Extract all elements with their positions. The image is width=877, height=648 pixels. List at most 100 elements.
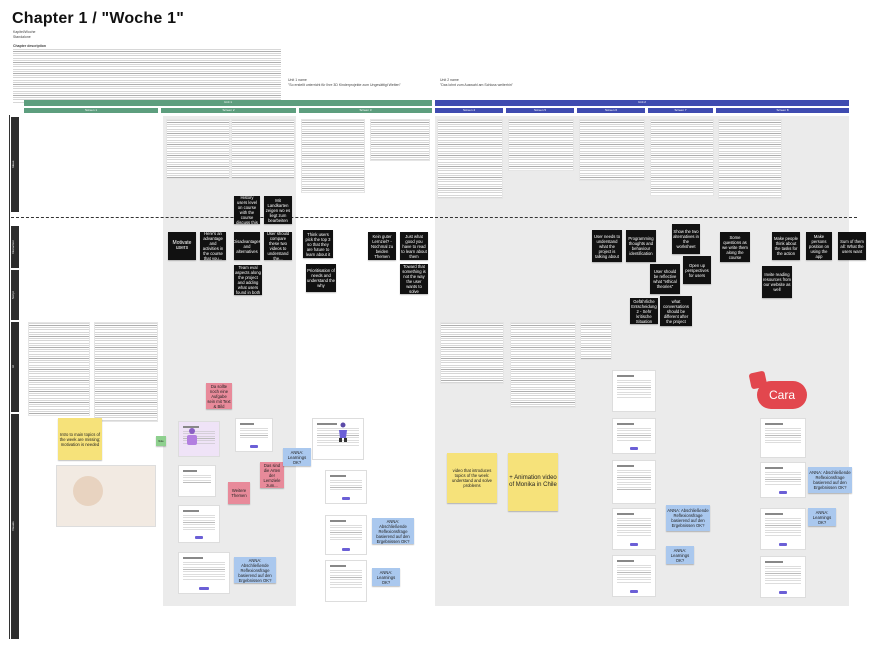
sticky-motivate-users[interactable]: Motivate users bbox=[168, 232, 196, 260]
doc-upper-3b bbox=[370, 119, 430, 161]
sticky-black-2[interactable]: Here's an advantage and activities in th… bbox=[200, 232, 226, 260]
doc-upper-8 bbox=[718, 119, 782, 199]
doc-upper-2a bbox=[166, 119, 230, 179]
thumb-13 bbox=[612, 460, 656, 504]
screen-bar-2: Screen 2 bbox=[161, 108, 296, 113]
sticky-blue-7[interactable]: ANNA: Abschließende Reflexionsfrage basi… bbox=[808, 467, 852, 493]
thumb-4 bbox=[178, 505, 220, 543]
board-left-border bbox=[9, 115, 10, 639]
unit1-name-label: Unit 1 name bbox=[288, 78, 307, 83]
thumb-5 bbox=[178, 552, 230, 594]
thumb-14 bbox=[612, 508, 656, 550]
sticky-black-3[interactable]: Disadvantages and alternatives bbox=[234, 232, 260, 260]
sticky-black-13[interactable]: User needs to understand what the projec… bbox=[592, 230, 622, 262]
sticky-black-20[interactable]: Some questions as we write them along th… bbox=[720, 232, 750, 262]
food-image bbox=[73, 476, 103, 506]
sticky-black-16[interactable]: User should be reflective what "ethical … bbox=[650, 264, 680, 294]
sticky-black-19[interactable]: Gefährliche Entscheidung 2 - Sehr kritis… bbox=[630, 298, 658, 324]
doc-upper-6 bbox=[579, 119, 645, 181]
sticky-blue-4[interactable]: ANNA: Learnings OK? bbox=[372, 568, 400, 586]
doc-upper-2b bbox=[231, 119, 295, 179]
thumb-10 bbox=[56, 465, 156, 527]
sticky-blue-1[interactable]: ANNA: Learnings OK? bbox=[283, 448, 311, 466]
sticky-black-22[interactable]: Make persons position on using the app bbox=[806, 232, 832, 260]
sticky-black-23[interactable]: Sum of them all: What the users want bbox=[838, 232, 866, 260]
screen-bar-1: Screen 1 bbox=[24, 108, 158, 113]
sticky-blue-3[interactable]: ANNA: Abschließende Reflexionsfrage basi… bbox=[372, 518, 414, 544]
sticky-yellow-video[interactable]: video that introduces topics of the week… bbox=[447, 453, 497, 503]
doc-upper-3a bbox=[301, 119, 365, 193]
screen-bar-6: Screen 6 bbox=[577, 108, 645, 113]
sticky-black-6[interactable]: Kein guter Lernziel? - Nochmal zu beiden… bbox=[368, 232, 396, 260]
sticky-black-15[interactable]: Show the two alternatives in the workshe… bbox=[672, 224, 700, 254]
sticky-blue-8[interactable]: ANNA: Learnings OK? bbox=[808, 508, 836, 526]
sticky-black-10[interactable]: Team eval aspects along the project and … bbox=[234, 265, 262, 295]
sticky-pink-2[interactable]: Das sind die Arten der Lernziele zum... bbox=[260, 462, 284, 488]
sticky-black-21[interactable]: Make people think about the tasks for th… bbox=[772, 232, 800, 260]
doc-lower-4 bbox=[440, 322, 504, 384]
section-divider bbox=[11, 217, 857, 218]
screen-bar-4: Screen 4 bbox=[435, 108, 503, 113]
lane-label-ideas: Ideas bbox=[11, 117, 19, 212]
illustration-person-icon bbox=[336, 422, 350, 442]
thumb-16 bbox=[760, 418, 806, 458]
doc-lower-6 bbox=[580, 322, 612, 360]
sticky-black-4[interactable]: User should compare these two videos to … bbox=[264, 232, 292, 260]
sticky-black-17[interactable]: Open up perspectives for users bbox=[683, 256, 711, 284]
sticky-black-18[interactable]: what conversations should be different a… bbox=[660, 296, 692, 326]
thumb-17 bbox=[760, 462, 806, 498]
meta-label: Kapitel/Woche bbox=[13, 30, 36, 35]
sticky-pink-1[interactable]: Da sollte noch eine Aufgabe sein mit Tex… bbox=[206, 383, 232, 409]
lane-label-ui: UI bbox=[11, 322, 19, 412]
thumb-2 bbox=[235, 418, 273, 452]
doc-lower-1b bbox=[94, 322, 158, 422]
doc-lower-1a bbox=[28, 322, 90, 416]
screen-bar-7: Screen 7 bbox=[648, 108, 713, 113]
meta-value: Standalone bbox=[13, 35, 31, 40]
thumb-7 bbox=[325, 470, 367, 504]
sticky-black-8[interactable]: History users level on course with the c… bbox=[234, 196, 260, 224]
illustration-purple-icon bbox=[184, 427, 200, 445]
lane-label-visuals: Visuals bbox=[11, 414, 19, 639]
sticky-black-24[interactable]: Invite reading resources from our websit… bbox=[762, 266, 792, 298]
description-text bbox=[13, 49, 281, 103]
thumb-11 bbox=[612, 370, 656, 412]
description-title: Chapter description bbox=[13, 44, 46, 49]
screen-bar-3: Screen 3 bbox=[299, 108, 432, 113]
sticky-blue-5[interactable]: ANNA: Abschließende Reflexionsfrage basi… bbox=[666, 505, 710, 531]
sticky-black-7[interactable]: Just what good you have to read to learn… bbox=[400, 232, 428, 260]
lane-label-interaction: Interaction bbox=[11, 226, 19, 268]
sticky-yellow-animation[interactable]: + Animation video of Monika in Chile bbox=[508, 453, 558, 511]
screen-bar-8: Screen 8 bbox=[716, 108, 849, 113]
thumb-18 bbox=[760, 508, 806, 550]
lane-label-script: Script bbox=[11, 270, 19, 320]
thumb-12 bbox=[612, 418, 656, 454]
unit2-name-value: "Das lohnt zum Auswahl am Schluss weiter… bbox=[440, 83, 580, 88]
doc-upper-5 bbox=[508, 119, 574, 171]
sticky-blue-2[interactable]: ANNA: Abschließende Reflexionsfrage basi… bbox=[234, 557, 276, 583]
cara-icon bbox=[749, 371, 768, 390]
thumb-8 bbox=[325, 515, 367, 555]
thumb-19 bbox=[760, 556, 806, 598]
sticky-black-11[interactable]: Prioritisation of needs and understand t… bbox=[306, 264, 336, 292]
unit1-bar: Unit 1 bbox=[24, 100, 432, 106]
sticky-black-14[interactable]: Programming thoughts and behaviour ident… bbox=[626, 230, 656, 262]
sticky-pink-3[interactable]: Weitere Themen bbox=[228, 482, 250, 504]
unit2-name-label: Unit 2 name bbox=[440, 78, 459, 83]
sticky-blue-6[interactable]: ANNA: Learnings OK? bbox=[666, 546, 694, 564]
thumb-15 bbox=[612, 555, 656, 597]
sticky-black-9[interactable]: Mit Landkarten zeigen wo es liegt zum be… bbox=[264, 196, 292, 224]
unit1-name-value: "So erstellt unterricht für Ihre 3D Kind… bbox=[288, 83, 428, 88]
sticky-yellow-intro[interactable]: Intro to main topics of the week are mis… bbox=[58, 418, 102, 460]
thumb-9 bbox=[325, 560, 367, 602]
screen-bar-5: Screen 5 bbox=[506, 108, 574, 113]
thumb-3 bbox=[178, 465, 216, 497]
sticky-black-5[interactable]: Think users pick the top 3 so that they … bbox=[303, 230, 333, 258]
unit2-bar: Unit 2 bbox=[435, 100, 849, 106]
page-title: Chapter 1 / "Woche 1" bbox=[12, 10, 184, 28]
doc-upper-7 bbox=[650, 119, 714, 196]
doc-upper-4 bbox=[437, 119, 503, 199]
doc-lower-5 bbox=[510, 322, 576, 408]
sticky-green[interactable]: Note bbox=[156, 436, 166, 446]
sticky-black-12[interactable]: Toward that something is not the way the… bbox=[400, 264, 428, 294]
